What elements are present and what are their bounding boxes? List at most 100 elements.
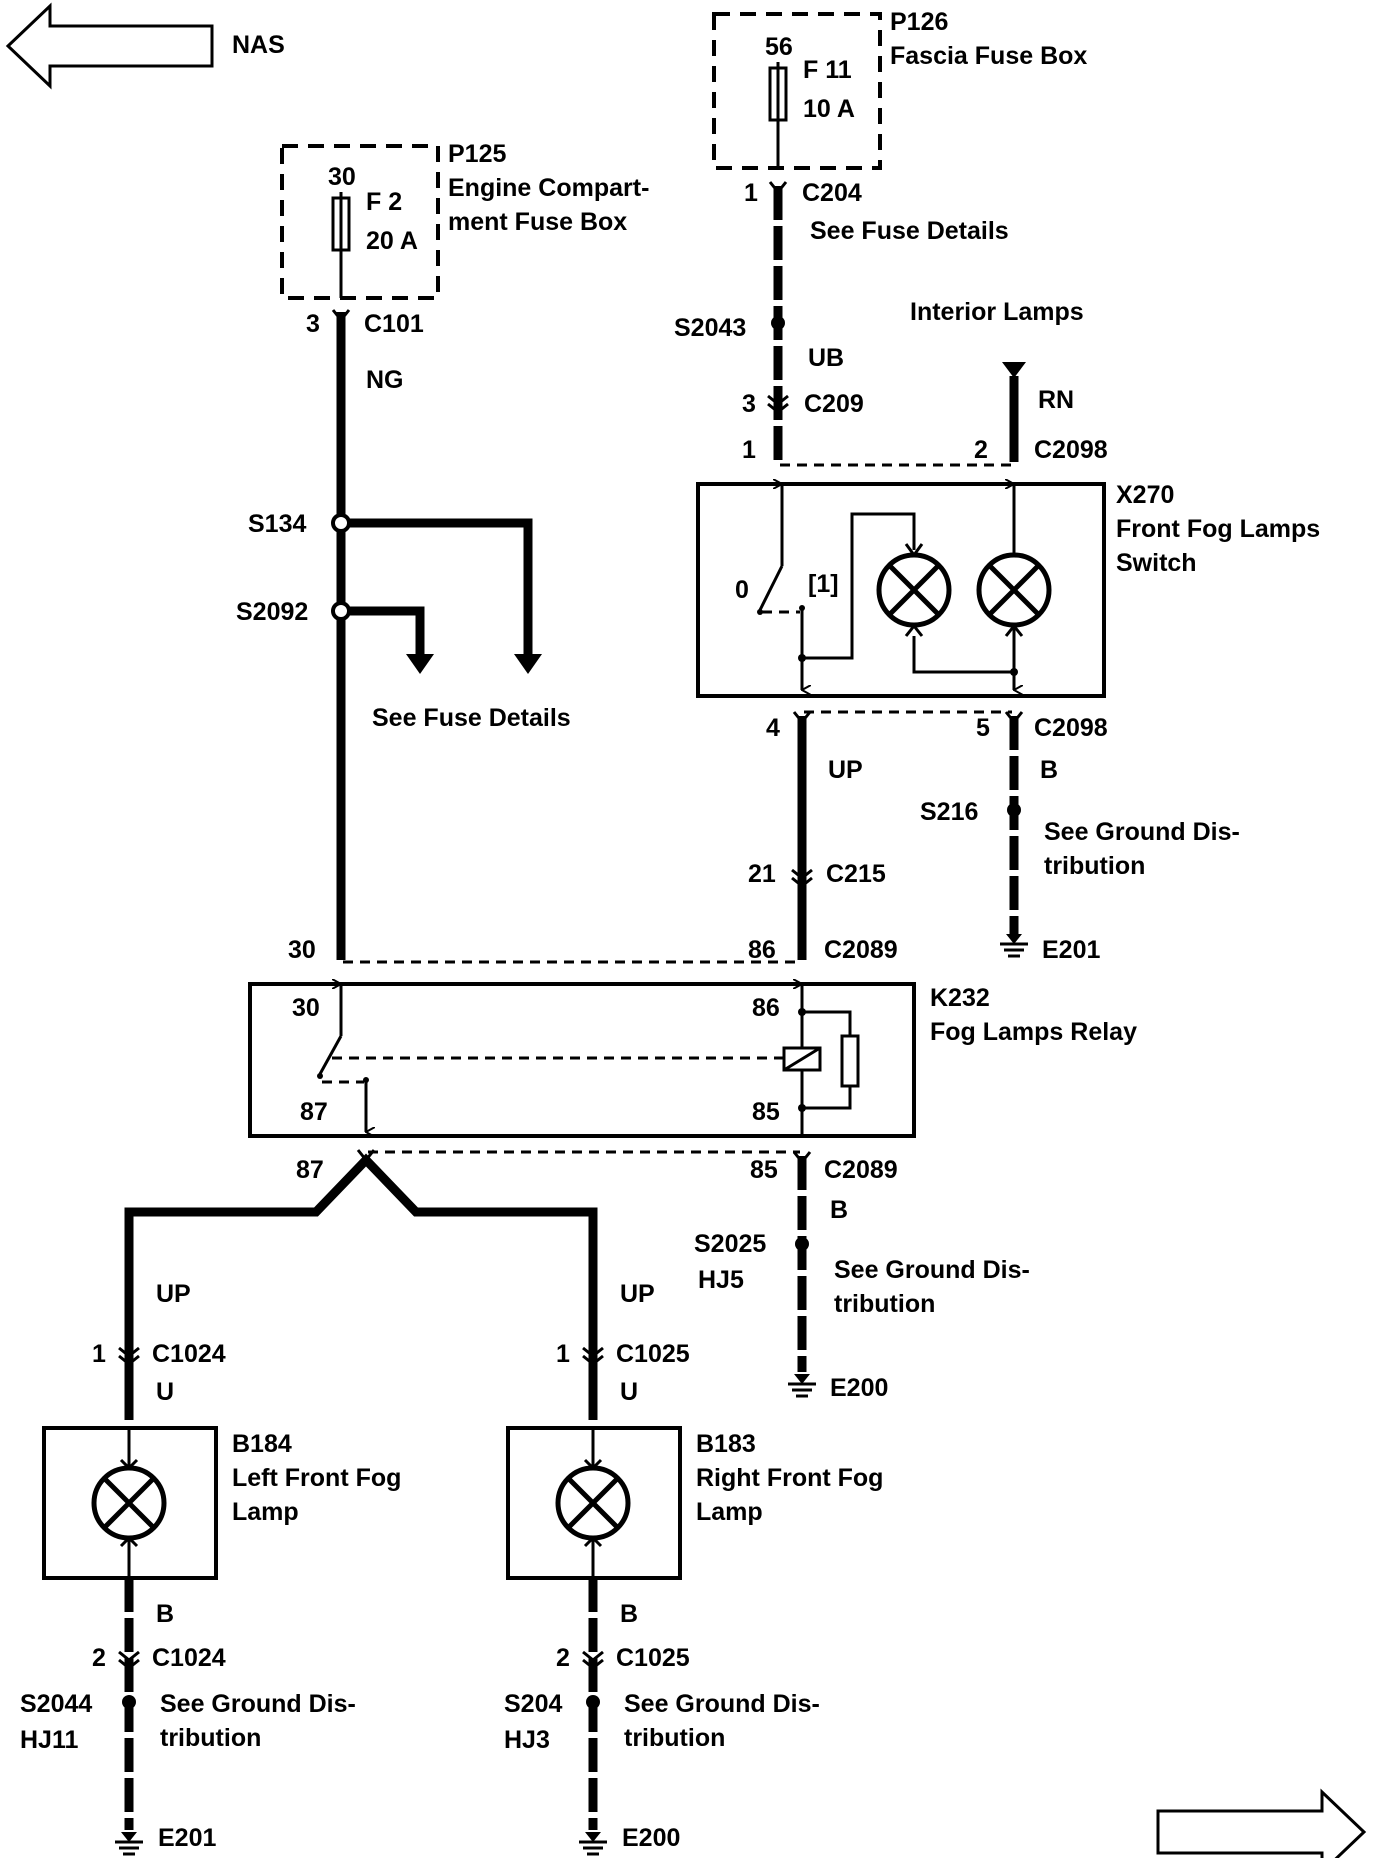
c215-id: C215 — [826, 860, 886, 888]
c1024-bot-pin: 2 — [92, 1644, 106, 1672]
relay-resistor-icon — [840, 1034, 860, 1088]
c1024-top-pin: 1 — [92, 1340, 106, 1368]
c204-id: C204 — [802, 179, 862, 207]
k232-p86: 86 — [752, 994, 780, 1022]
up-mid-label: UP — [828, 756, 863, 784]
s2043-splice — [771, 316, 785, 330]
k232-p85: 85 — [752, 1098, 780, 1126]
p125-pin: 30 — [328, 163, 356, 191]
b184-line2: Lamp — [232, 1498, 299, 1526]
x270-switch-box — [696, 482, 1106, 698]
x270-pos1: [1] — [808, 570, 839, 598]
c2098-bot-id: C2098 — [1034, 714, 1108, 742]
c1025-top-id: C1025 — [616, 1340, 690, 1368]
s2025-splice — [795, 1237, 809, 1251]
s2092-splice — [331, 601, 351, 621]
p126-fuse: F 11 — [803, 56, 852, 84]
c215-pin: 21 — [748, 860, 776, 888]
c1025-bot-id: C1025 — [616, 1644, 690, 1672]
ub-label: UB — [808, 344, 844, 372]
p125-name-line2: ment Fuse Box — [448, 208, 627, 236]
p126-name: Fascia Fuse Box — [890, 42, 1087, 70]
p126-id: P126 — [890, 8, 948, 36]
k232-relay-box — [248, 982, 916, 1138]
ground-left-line2: tribution — [160, 1724, 261, 1752]
x270-line2: Switch — [1116, 549, 1197, 577]
p126-pin: 56 — [765, 33, 793, 61]
right-arrow — [1156, 1788, 1367, 1858]
x270-id: X270 — [1116, 481, 1174, 509]
c2089-bot-id: C2089 — [824, 1156, 898, 1184]
c204-note: See Fuse Details — [810, 217, 1009, 245]
ground-relay-line1: See Ground Dis- — [834, 1256, 1030, 1284]
nas-label: NAS — [232, 31, 285, 59]
ground-relay-line2: tribution — [834, 1290, 935, 1318]
c2098-bot-pin4: 4 — [766, 714, 780, 742]
c209-id: C209 — [804, 390, 864, 418]
ground-left-line1: See Ground Dis- — [160, 1690, 356, 1718]
p125-fuse-box — [280, 144, 440, 300]
b-right-label: B — [620, 1600, 638, 1628]
c204-pin: 1 — [744, 179, 758, 207]
c1024-top-id: C1024 — [152, 1340, 226, 1368]
c2098-top-pin1: 1 — [742, 436, 756, 464]
rn-label: RN — [1038, 386, 1074, 414]
s204-splice — [586, 1695, 600, 1709]
p125-id: P125 — [448, 140, 506, 168]
p125-name-line1: Engine Compart- — [448, 174, 649, 202]
c2089-top-pin30: 30 — [288, 936, 316, 964]
k232-id: K232 — [930, 984, 990, 1012]
s2043-label: S2043 — [674, 314, 746, 342]
s2025-id: S2025 — [694, 1230, 766, 1258]
e201-left-label: E201 — [158, 1824, 216, 1852]
c1025-top-pin: 1 — [556, 1340, 570, 1368]
c1025-top-wire: U — [620, 1378, 638, 1406]
e200-mid-label: E200 — [830, 1374, 888, 1402]
c2089-top-pin86: 86 — [748, 936, 776, 964]
s204-id: S204 — [504, 1690, 562, 1718]
b183-line1: Right Front Fog — [696, 1464, 883, 1492]
s204-sub: HJ3 — [504, 1726, 550, 1754]
s134-branch — [341, 518, 533, 658]
x270-pos0: 0 — [735, 576, 749, 604]
c2089-top-id: C2089 — [824, 936, 898, 964]
c2098-bot-pin5: 5 — [976, 714, 990, 742]
b183-line2: Lamp — [696, 1498, 763, 1526]
c1025-bot-pin: 2 — [556, 1644, 570, 1672]
s2044-splice — [122, 1695, 136, 1709]
k232-name: Fog Lamps Relay — [930, 1018, 1137, 1046]
s2044-sub: HJ11 — [20, 1726, 78, 1754]
c2098-top-pin2: 2 — [974, 436, 988, 464]
b184-line1: Left Front Fog — [232, 1464, 401, 1492]
s2092-label: S2092 — [236, 598, 308, 626]
b-mid-label: B — [1040, 756, 1058, 784]
ground-right-line1: See Ground Dis- — [624, 1690, 820, 1718]
c1024-bot-id: C1024 — [152, 1644, 226, 1672]
c101-wire: NG — [366, 366, 404, 394]
s134-splice — [331, 513, 351, 533]
fuse-details-mid: See Fuse Details — [372, 704, 571, 732]
s216-label: S216 — [920, 798, 978, 826]
up-wire-lamps — [124, 1153, 598, 1420]
b183-id: B183 — [696, 1430, 756, 1458]
ground-e201-left-icon — [115, 1832, 143, 1856]
b-relay-label: B — [830, 1196, 848, 1224]
p126-rating: 10 A — [803, 95, 855, 123]
ground-right-line2: tribution — [624, 1724, 725, 1752]
b184-id: B184 — [232, 1430, 292, 1458]
c209-pin: 3 — [742, 390, 756, 418]
k232-p87: 87 — [300, 1098, 328, 1126]
ground-mid-line2: tribution — [1044, 852, 1145, 880]
interior-lamps-label: Interior Lamps — [910, 298, 1084, 326]
nas-left-arrow — [5, 2, 214, 90]
s2044-id: S2044 — [20, 1690, 92, 1718]
p125-fuse: F 2 — [366, 188, 402, 216]
c2089-bot-pin87: 87 — [296, 1156, 324, 1184]
b-left-label: B — [156, 1600, 174, 1628]
c1024-top-wire: U — [156, 1378, 174, 1406]
k232-p30: 30 — [292, 994, 320, 1022]
s216-splice — [1007, 803, 1021, 817]
x270-line1: Front Fog Lamps — [1116, 515, 1320, 543]
c101-id: C101 — [364, 310, 424, 338]
